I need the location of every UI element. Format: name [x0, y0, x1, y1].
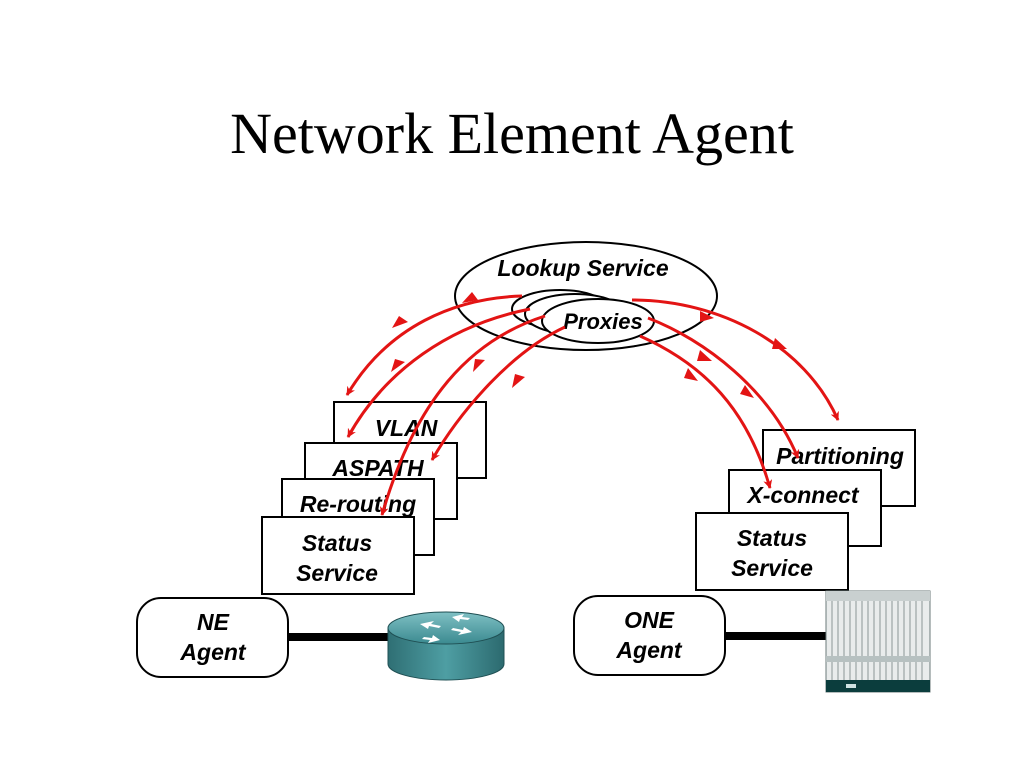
ne-agent: NE Agent — [136, 597, 289, 678]
aspath-label: ASPATH — [331, 455, 424, 481]
mid-arrowhead — [740, 385, 754, 398]
proxy-arrows — [345, 294, 840, 516]
arrow-to-aspath — [346, 307, 531, 438]
ne-status-service-box: Status Service — [261, 516, 415, 595]
one-status-line1: Status — [737, 525, 807, 551]
arrow-to-vlan — [345, 294, 523, 396]
xconnect-service-box: X-connect — [728, 469, 882, 547]
arrow-to-ne-status — [430, 325, 566, 461]
mid-arrowhead — [697, 350, 712, 361]
mid-arrowhead — [512, 374, 525, 388]
mid-arrowhead — [772, 338, 787, 349]
optical-switch-icon — [825, 590, 931, 693]
ne-agent-line1: NE — [197, 609, 230, 635]
one-agent-line1: ONE — [624, 607, 675, 633]
lookup-service-label: Lookup Service — [497, 255, 668, 281]
proxies-label: Proxies — [563, 309, 643, 334]
mid-arrowhead — [391, 359, 405, 372]
one-status-service-box: Status Service — [695, 512, 849, 591]
mid-arrowhead — [473, 359, 485, 372]
mid-arrowhead — [684, 368, 698, 381]
xconnect-label: X-connect — [745, 482, 860, 508]
one-status-line2: Service — [731, 555, 813, 581]
mid-arrowhead — [462, 292, 478, 303]
arrow-to-rerouting — [379, 314, 546, 516]
one-service-stack: Partitioning X-connect Status Service — [695, 429, 916, 591]
one-agent: ONE Agent — [573, 595, 726, 676]
ne-status-line1: Status — [302, 530, 372, 556]
arrow-to-one-status — [639, 334, 773, 489]
rerouting-label: Re-routing — [300, 491, 416, 517]
ne-agent-line2: Agent — [179, 639, 247, 665]
slide-title: Network Element Agent — [230, 101, 794, 166]
arrow-mid-markers — [391, 292, 787, 398]
router-icon — [387, 611, 505, 681]
partitioning-label: Partitioning — [776, 443, 904, 469]
vlan-label: VLAN — [375, 415, 438, 441]
ne-status-line2: Service — [296, 560, 378, 586]
arrow-to-xconnect — [647, 316, 800, 459]
one-agent-line2: Agent — [615, 637, 683, 663]
mid-arrowhead — [700, 311, 714, 322]
arrow-to-partitioning — [631, 298, 840, 421]
mid-arrowhead — [392, 316, 408, 328]
